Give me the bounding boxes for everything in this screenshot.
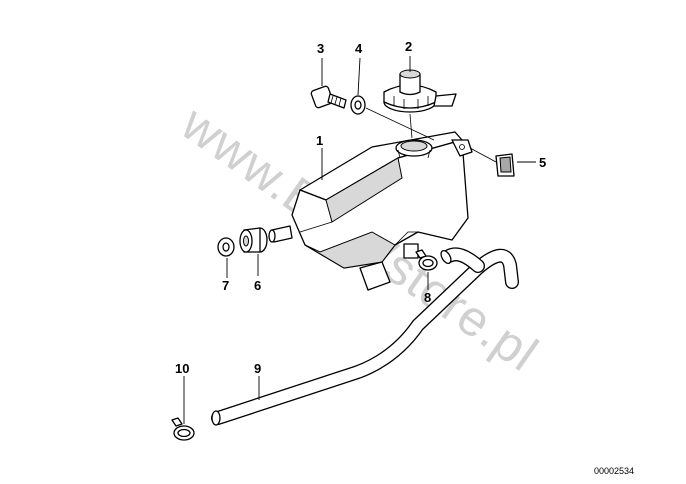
grommet-part-6[interactable] <box>239 227 268 253</box>
bolt-part-3[interactable] <box>310 85 347 109</box>
callout-8: 8 <box>424 290 431 305</box>
callout-4: 4 <box>355 41 363 56</box>
expansion-tank-part-1[interactable] <box>268 131 473 291</box>
diagram-reference-number: 00002534 <box>594 466 634 476</box>
callout-3: 3 <box>317 41 324 56</box>
hose-part-9[interactable] <box>211 247 519 426</box>
callout-7: 7 <box>222 278 229 293</box>
callout-10: 10 <box>175 361 189 376</box>
washer-part-4[interactable] <box>350 95 366 115</box>
callout-labels: 1 2 3 4 5 6 7 8 9 10 <box>175 39 546 376</box>
callout-1: 1 <box>316 133 323 148</box>
callout-5: 5 <box>539 155 546 170</box>
cap-part-2[interactable] <box>383 69 457 113</box>
callout-9: 9 <box>254 361 261 376</box>
clip-nut-part-5[interactable] <box>495 153 515 177</box>
leader-lines <box>183 56 536 424</box>
hose-clamp-part-10[interactable] <box>171 417 195 441</box>
callout-6: 6 <box>254 278 261 293</box>
washer-part-7[interactable] <box>217 237 235 257</box>
callout-2: 2 <box>405 39 412 54</box>
hose-clamp-part-8[interactable] <box>415 249 438 271</box>
